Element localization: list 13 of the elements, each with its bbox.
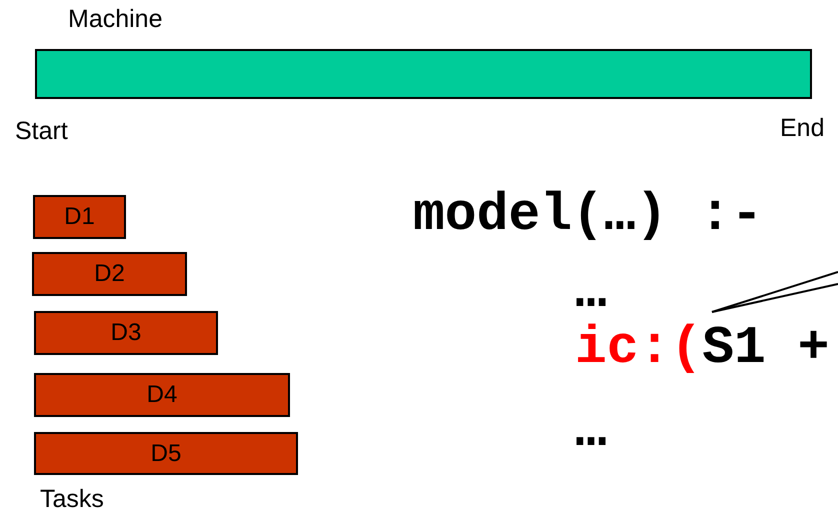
code-line: model(…) :- [413,189,763,242]
tasks-label: Tasks [40,485,104,514]
ellipsis: … [575,405,607,458]
end-label: End [780,114,824,143]
task-bar: D1 [33,195,126,239]
task-bar: D2 [32,252,187,296]
leader-line [712,271,838,313]
task-bar: D5 [34,432,298,475]
task-bar: D3 [34,311,218,355]
start-label: Start [15,117,68,146]
leader-line [712,283,838,313]
task-bar: D4 [34,373,290,417]
machine-heading: Machine [68,5,162,34]
